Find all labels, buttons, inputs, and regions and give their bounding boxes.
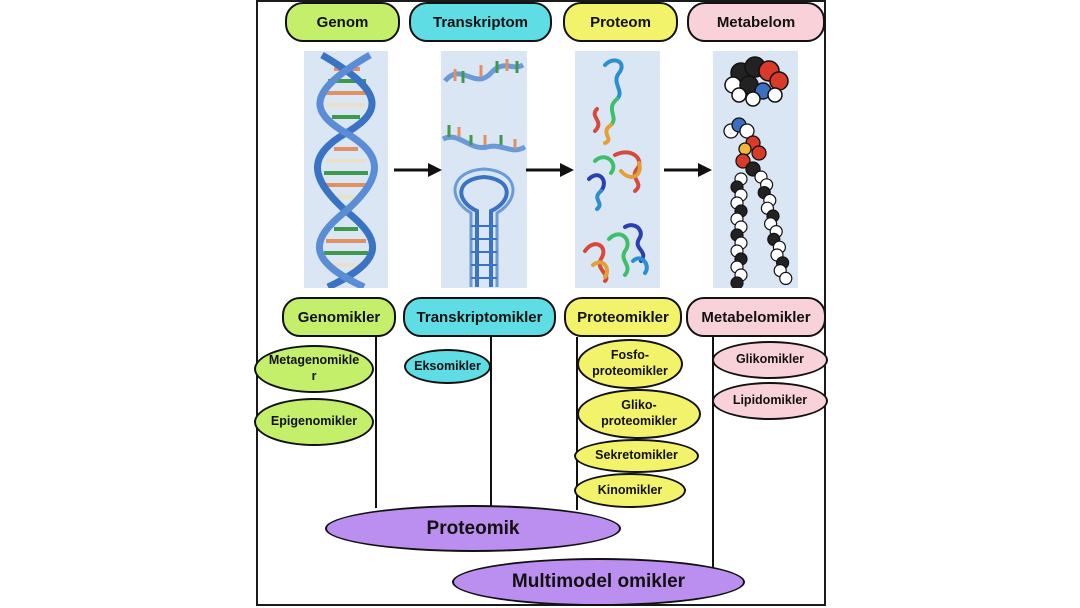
arrow-proteom-to-metabelom	[664, 163, 712, 177]
proteomik-ellipse: Proteomik	[325, 505, 621, 552]
sub-metagenomikler: Metagenomikle r	[254, 345, 374, 393]
metabolite-molecules-icon	[713, 51, 798, 288]
omics-genomikler: Genomikler	[282, 297, 396, 337]
level-metabelom: Metabelom	[687, 2, 825, 42]
sub-lipidomikler: Lipidomikler	[712, 382, 828, 420]
omics-transkriptomikler: Transkriptomikler	[403, 297, 556, 337]
level-transkriptom: Transkriptom	[409, 2, 552, 42]
multimodel-omikler-ellipse: Multimodel omikler	[452, 558, 745, 606]
sub-eksomikler: Eksomikler	[404, 349, 491, 384]
sub-kinomikler: Kinomikler	[574, 473, 686, 508]
sub-sekretomikler: Sekretomikler	[574, 439, 699, 473]
level-proteom: Proteom	[563, 2, 678, 42]
sub-fosfoproteomikler: Fosfo- proteomikler	[577, 339, 683, 389]
omics-proteomikler: Proteomikler	[564, 297, 682, 337]
arrow-transkriptom-to-proteom	[526, 163, 574, 177]
sub-glikomikler: Glikomikler	[712, 341, 828, 379]
sub-epigenomikler: Epigenomikler	[254, 398, 374, 446]
sub-glikoproteomikler: Gliko- proteomikler	[577, 389, 701, 439]
dna-double-helix-icon	[304, 51, 388, 288]
omics-metabelomikler: Metabelomikler	[686, 297, 826, 337]
protein-structures-icon	[575, 51, 660, 288]
arrow-genom-to-transkriptom	[394, 163, 442, 177]
rna-strands-icon	[441, 51, 527, 288]
level-genom: Genom	[285, 2, 400, 42]
